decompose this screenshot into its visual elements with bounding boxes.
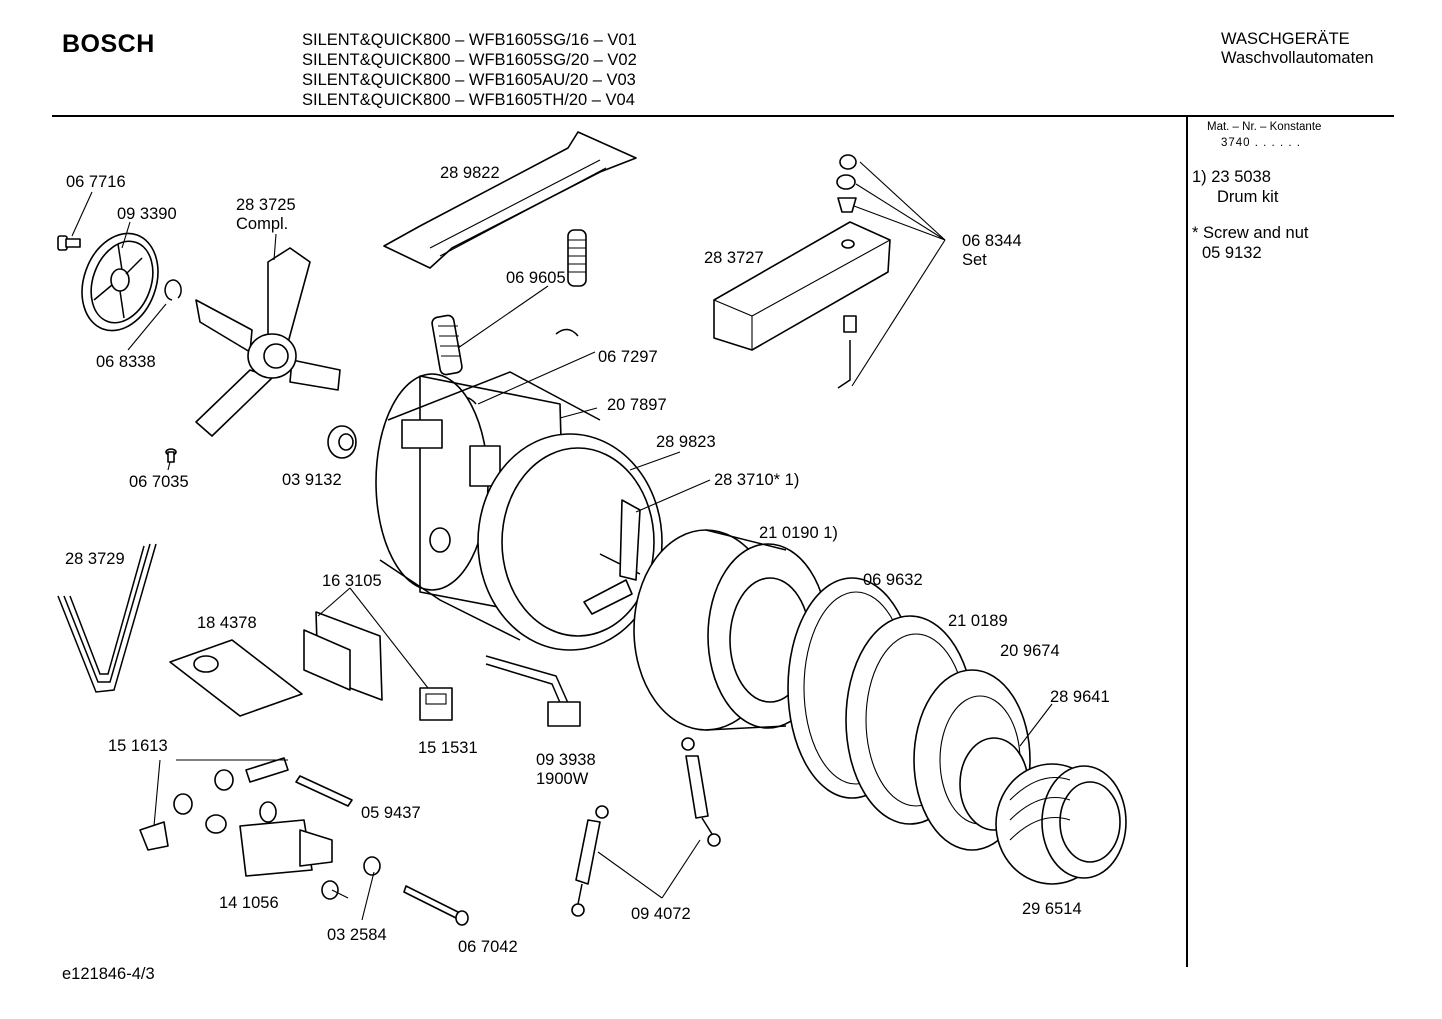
model-line: SILENT&QUICK800 – WFB1605AU/20 – V03 (302, 71, 636, 89)
counterweight (713, 221, 891, 351)
part-label: 29 6514 (1022, 900, 1082, 918)
bolt-067042 (403, 885, 469, 926)
part-label: 28 3710* 1) (714, 471, 799, 489)
drum-spider (195, 247, 341, 437)
part-label: 18 4378 (197, 614, 257, 632)
part-label: 06 8338 (96, 353, 156, 371)
counterweight-nut-set (836, 154, 857, 389)
top-bracket (383, 131, 637, 269)
sidebar-divider (1186, 117, 1188, 967)
shock-absorber-1 (571, 805, 609, 917)
part-label: 28 9823 (656, 433, 716, 451)
leader-lines (71, 161, 1053, 921)
part-label: 06 7297 (598, 348, 658, 366)
part-label: 1900W (536, 770, 589, 788)
brand-logo: BOSCH (62, 30, 155, 58)
part-label: Set (962, 251, 987, 269)
nut-032584-b (321, 880, 339, 900)
cover-plate (169, 639, 303, 717)
part-label: 06 8344 (962, 232, 1022, 250)
spring-clip (555, 328, 579, 337)
part-label: 28 9822 (440, 164, 500, 182)
suspension-spring-1 (567, 229, 587, 287)
part-label: 06 9632 (863, 571, 923, 589)
part-label: 28 3725 (236, 196, 296, 214)
model-line: SILENT&QUICK800 – WFB1605TH/20 – V04 (302, 91, 635, 109)
part-label: 06 9605 (506, 269, 566, 287)
part-label: 15 1531 (418, 739, 478, 757)
header-divider (52, 115, 1394, 117)
note-drum-kit-number: 1) 23 5038 (1192, 168, 1271, 186)
note-screw-text: * Screw and nut (1192, 224, 1309, 242)
part-label: 20 9674 (1000, 642, 1060, 660)
note-drum-kit-text: Drum kit (1217, 188, 1279, 206)
connector-151531 (419, 687, 453, 721)
part-label: 03 2584 (327, 926, 387, 944)
part-label: 05 9437 (361, 804, 421, 822)
drawing-code: e121846-4/3 (62, 965, 155, 983)
control-module (303, 611, 383, 701)
part-label: 06 7035 (129, 473, 189, 491)
part-label: 28 3729 (65, 550, 125, 568)
sensor-151613 (139, 757, 289, 851)
model-line: SILENT&QUICK800 – WFB1605SG/20 – V02 (302, 51, 637, 69)
category-title: WASCHGERÄTE (1221, 30, 1350, 48)
part-label: 15 1613 (108, 737, 168, 755)
part-label: Compl. (236, 215, 288, 233)
model-list: SILENT&QUICK800 – WFB1605SG/16 – V01 SIL… (302, 30, 637, 110)
part-label: 09 4072 (631, 905, 691, 923)
drum-flange (583, 499, 641, 615)
mat-number-value: 3740 . . . . . . (1221, 137, 1301, 149)
heater-element (485, 655, 581, 727)
circlip (164, 279, 182, 301)
part-label: 28 9641 (1050, 688, 1110, 706)
part-label: 14 1056 (219, 894, 279, 912)
suspension-spring-2 (431, 314, 463, 376)
pulley-screw (57, 235, 81, 251)
part-label: 20 7897 (607, 396, 667, 414)
door-bellows (995, 763, 1127, 885)
part-label: 28 3727 (704, 249, 764, 267)
part-label: 09 3390 (117, 205, 177, 223)
note-screw-number: 05 9132 (1202, 244, 1262, 262)
spider-screw (165, 448, 177, 463)
shock-absorber-2 (681, 737, 721, 847)
drive-belt (57, 543, 157, 693)
part-label: 06 7042 (458, 938, 518, 956)
part-label: 06 7716 (66, 173, 126, 191)
drain-pump (205, 801, 333, 877)
part-labels: 06 7716 09 3390 28 3725 Compl. 28 9822 0… (65, 164, 1110, 956)
appliance-category: WASCHGERÄTE Waschvollautomaten (1221, 30, 1374, 68)
bearing (327, 425, 357, 459)
part-label: 21 0189 (948, 612, 1008, 630)
part-label: 03 9132 (282, 471, 342, 489)
part-label: 21 0190 1) (759, 524, 838, 542)
part-label: 16 3105 (322, 572, 382, 590)
tub-rear (375, 371, 601, 641)
part-label: 09 3938 (536, 751, 596, 769)
category-subtitle: Waschvollautomaten (1221, 49, 1374, 67)
model-line: SILENT&QUICK800 – WFB1605SG/16 – V01 (302, 31, 637, 49)
pulley-wheel (81, 232, 159, 332)
nut-032584-a (363, 856, 381, 876)
mat-number-label: Mat. – Nr. – Konstante (1207, 121, 1322, 133)
seal-strip-059437 (295, 775, 353, 807)
